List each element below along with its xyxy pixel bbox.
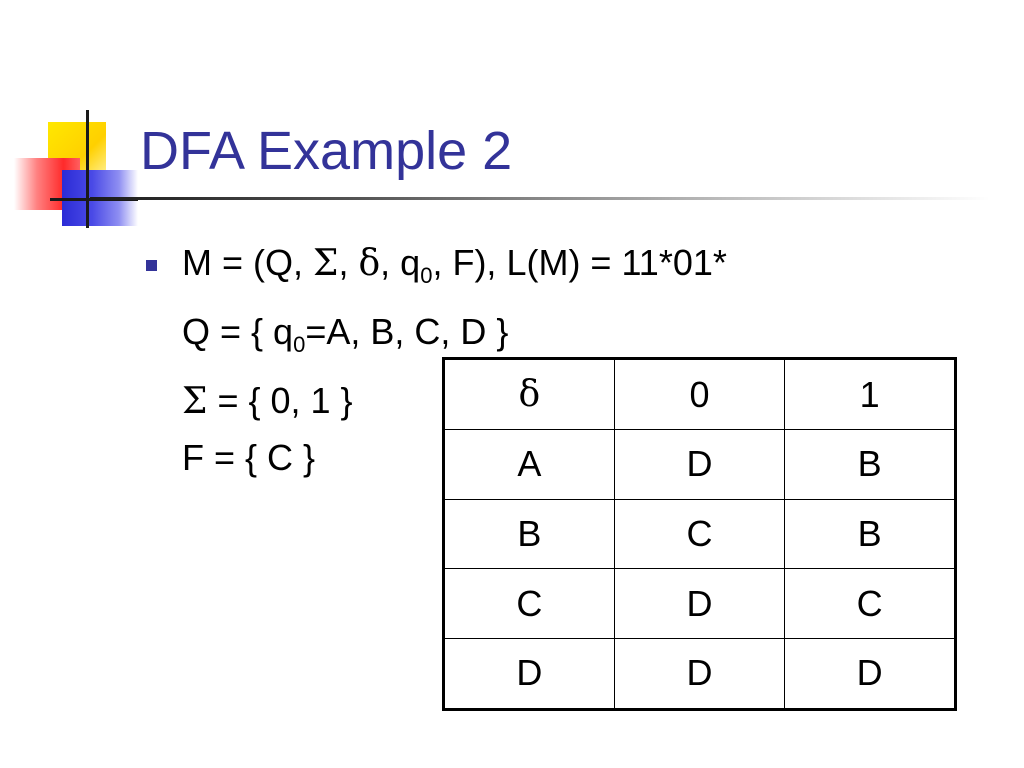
table-header-cell: 0 bbox=[613, 357, 786, 431]
body-line-states: Q = { q0=A, B, C, D } bbox=[182, 311, 509, 358]
bullet-square-icon bbox=[146, 260, 157, 271]
body-line-alphabet: Σ = { 0, 1 } bbox=[182, 380, 353, 423]
body-line-final-states: F = { C } bbox=[182, 437, 316, 479]
title-underline bbox=[90, 197, 990, 200]
slide-body: M = (Q, Σ, δ, q0, F), L(M) = 11*01* Q = … bbox=[182, 235, 727, 486]
table-row: A D B bbox=[443, 429, 956, 500]
transition-table: δ 0 1 A D B B C B C D C D D D bbox=[442, 357, 957, 711]
table-cell: C bbox=[784, 568, 956, 639]
table-header-cell: 1 bbox=[784, 357, 956, 431]
table-header-cell: δ bbox=[443, 357, 615, 431]
table-row: C D C bbox=[443, 568, 956, 639]
table-cell: C bbox=[443, 568, 615, 639]
table-cell: D bbox=[784, 637, 956, 711]
logo-vertical-line bbox=[86, 110, 89, 228]
decorative-logo bbox=[0, 100, 140, 230]
body-line-machine-definition: M = (Q, Σ, δ, q0, F), L(M) = 11*01* bbox=[182, 242, 727, 289]
table-cell: C bbox=[613, 498, 786, 570]
table-cell: A bbox=[443, 429, 615, 500]
table-cell: B bbox=[784, 498, 956, 570]
table-cell: D bbox=[613, 429, 786, 500]
table-row: D D D bbox=[443, 637, 956, 711]
table-cell: D bbox=[613, 568, 786, 639]
table-row: B C B bbox=[443, 498, 956, 570]
table-cell: D bbox=[613, 637, 786, 711]
table-cell: B bbox=[784, 429, 956, 500]
table-cell: B bbox=[443, 498, 615, 570]
slide-title: DFA Example 2 bbox=[140, 121, 513, 181]
table-header-row: δ 0 1 bbox=[443, 357, 956, 431]
table-cell: D bbox=[443, 637, 615, 711]
